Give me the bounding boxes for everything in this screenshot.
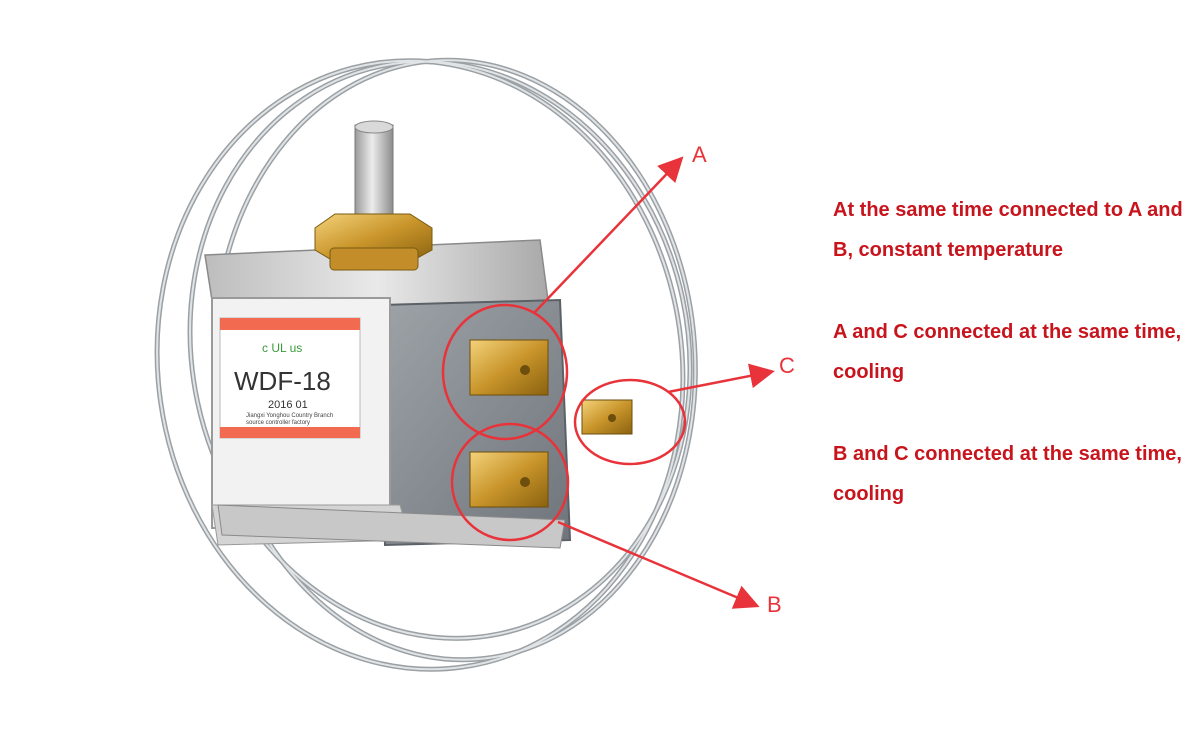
highlight-circle-b	[450, 422, 570, 542]
label-maker-line1: Jiangxi Yonghou Country Branch	[246, 413, 333, 419]
callout-a: A	[692, 142, 707, 167]
highlight-circle-c	[573, 378, 687, 466]
callout-c: C	[779, 353, 795, 378]
bottom-bracket	[217, 504, 566, 549]
arrow-to-c	[667, 363, 775, 394]
capillary-coil-highlight	[156, 59, 697, 671]
description-bc: B and C connected at the same time, cool…	[833, 443, 1182, 505]
terminal-a	[469, 339, 549, 396]
terminal-c	[581, 399, 633, 435]
label-band-top	[220, 318, 360, 330]
brass-nut	[314, 213, 433, 271]
product-label: c UL us WDF-18 2016 01 Jiangxi Yonghou C…	[219, 317, 361, 439]
thermostat-housing	[378, 298, 572, 547]
description-ac: A and C connected at the same time, cool…	[833, 321, 1182, 383]
label-date: 2016 01	[268, 399, 308, 411]
arrow-to-b	[557, 520, 760, 609]
label-maker-line2: source controller factory	[246, 420, 310, 426]
terminal-b	[469, 451, 549, 508]
highlight-circle-a	[441, 303, 569, 441]
label-band-bottom	[220, 427, 360, 438]
arrow-to-a	[534, 156, 684, 313]
callout-b: B	[767, 592, 782, 617]
description-ab: At the same time connected to A and B, c…	[833, 199, 1183, 261]
label-marks: c UL us	[262, 341, 302, 355]
label-model: WDF-18	[234, 366, 331, 396]
